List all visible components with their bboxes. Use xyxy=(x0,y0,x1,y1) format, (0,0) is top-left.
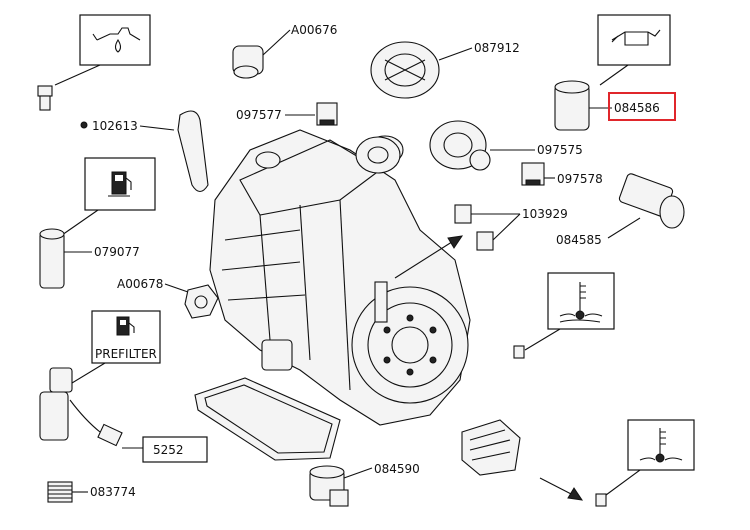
part-label-a00678: A00678 xyxy=(117,277,163,291)
part-a00676[interactable]: A00676 xyxy=(232,23,337,79)
fuel-pump-icon xyxy=(108,171,132,197)
coolant-temp-sensor[interactable] xyxy=(513,345,525,359)
oil-pressure-icon xyxy=(92,27,141,53)
fuel-filter-callout xyxy=(61,157,156,236)
coolant-temp-callout-2 xyxy=(605,419,695,496)
part-label-097578: 097578 xyxy=(557,172,603,186)
fuel-prefilter[interactable] xyxy=(39,367,123,447)
part-084590[interactable]: 084590 xyxy=(309,462,420,507)
coolant-temp-callout xyxy=(524,272,615,351)
part-087912[interactable]: 087912 xyxy=(370,41,520,99)
oil-can-icon xyxy=(611,29,661,46)
part-084585[interactable]: 084585 xyxy=(556,173,685,247)
part-label-083774: 083774 xyxy=(90,485,136,499)
part-5252[interactable]: 5252 xyxy=(122,436,208,463)
part-102613[interactable]: 102613 xyxy=(80,110,209,193)
turbocharger-mounted[interactable] xyxy=(355,136,401,174)
temperature-icon xyxy=(559,282,603,323)
part-label-097577: 097577 xyxy=(236,108,282,122)
part-label-102613: 102613 xyxy=(92,119,138,133)
part-083774[interactable]: 083774 xyxy=(47,481,136,503)
part-097577[interactable]: 097577 xyxy=(236,102,338,126)
part-label-a00676: A00676 xyxy=(291,23,337,37)
part-a00678[interactable]: A00678 xyxy=(117,277,219,319)
part-label-087912: 087912 xyxy=(474,41,520,55)
injection-pump[interactable] xyxy=(461,419,584,501)
temp-sensor-2[interactable] xyxy=(595,493,607,507)
oil-pan-gasket[interactable] xyxy=(194,377,341,461)
part-084586[interactable]: 084586 xyxy=(554,80,676,131)
oil-pressure-sender[interactable] xyxy=(37,85,53,111)
oil-can-callout xyxy=(597,14,671,86)
part-097575[interactable]: 097575 xyxy=(429,120,583,171)
highlight-box xyxy=(608,92,676,121)
part-label-084585: 084585 xyxy=(556,233,602,247)
part-079077[interactable]: 079077 xyxy=(39,228,140,289)
part-label-103929: 103929 xyxy=(522,207,568,221)
part-label-084590: 084590 xyxy=(374,462,420,476)
part-103929[interactable]: 103929 xyxy=(454,204,568,251)
prefilter-label: PREFILTER xyxy=(95,347,157,361)
part-label-079077: 079077 xyxy=(94,245,140,259)
prefilter-callout: PREFILTER xyxy=(71,310,161,384)
temperature-icon xyxy=(639,428,683,463)
part-label-097575: 097575 xyxy=(537,143,583,157)
oil-pressure-callout xyxy=(54,14,151,86)
fuel-pump-icon xyxy=(116,316,135,336)
part-label-084586: 084586 xyxy=(614,101,660,115)
part-097578[interactable]: 097578 xyxy=(521,162,603,186)
part-label-5252: 5252 xyxy=(153,443,184,457)
